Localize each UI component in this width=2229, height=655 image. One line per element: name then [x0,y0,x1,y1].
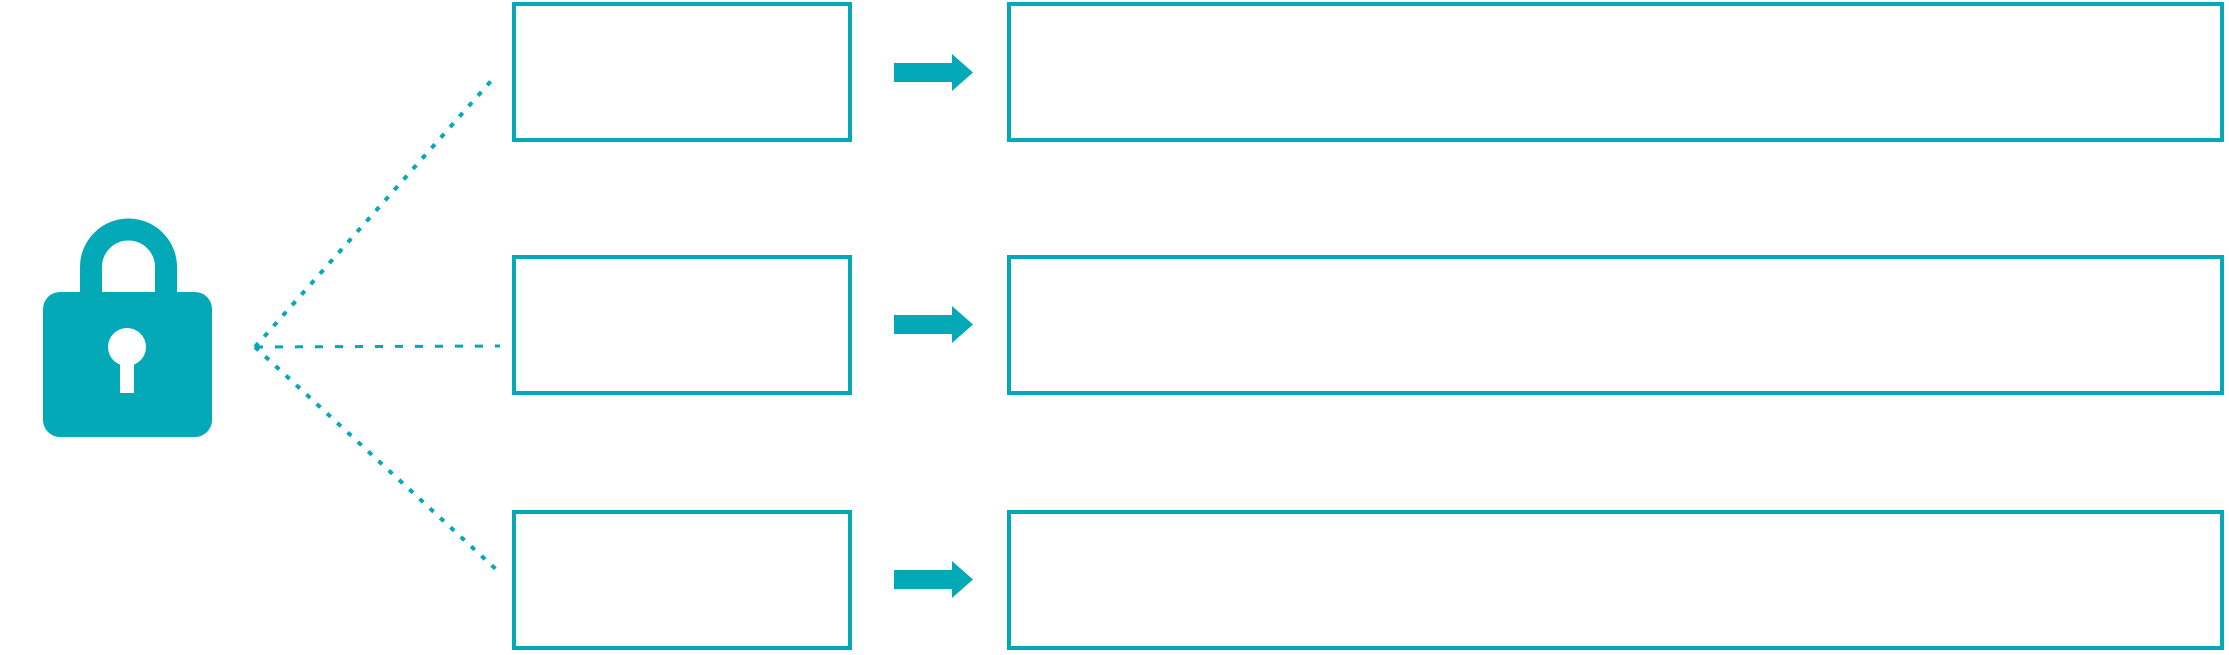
dotted-connector-line-top [253,79,493,349]
source-box-3 [512,510,852,650]
keyhole-icon [108,328,146,366]
right-arrow-icon-3 [894,561,973,598]
target-box-1 [1007,2,2224,142]
padlock-icon [43,218,212,437]
dotted-connector-line-bottom [253,345,502,575]
target-box-2 [1007,255,2224,395]
source-box-1 [512,2,852,142]
padlock-shackle [80,218,177,296]
source-box-2 [512,255,852,395]
dotted-connector-line-middle [254,344,501,349]
right-arrow-icon-1 [894,54,973,91]
target-box-3 [1007,510,2224,650]
keyhole-stem [120,350,134,393]
right-arrow-icon-2 [894,306,973,343]
